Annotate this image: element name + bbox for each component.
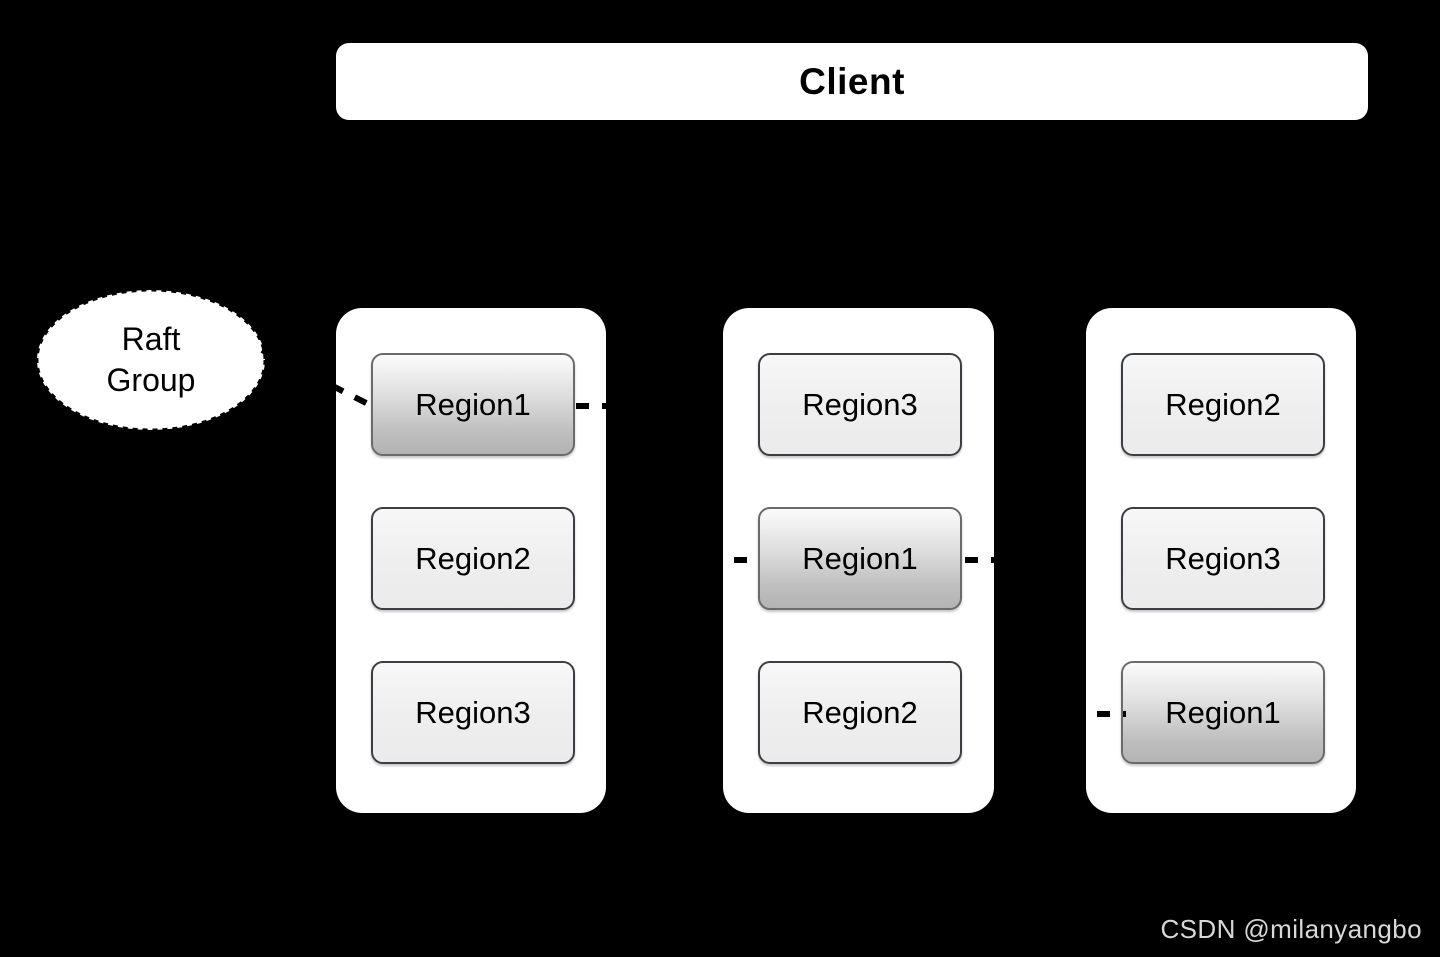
region-label: Region1 bbox=[1165, 694, 1281, 730]
region-label: Region2 bbox=[415, 540, 531, 576]
region-box-store3-slot1[interactable]: Region3 bbox=[1121, 507, 1325, 610]
raft-group-ellipse-shape bbox=[35, 288, 267, 432]
region-box-store1-slot0[interactable]: Region1 bbox=[371, 353, 575, 456]
region-label: Region2 bbox=[802, 694, 918, 730]
region-box-store3-slot2[interactable]: Region1 bbox=[1121, 661, 1325, 764]
client-label: Client bbox=[799, 60, 905, 102]
region-box-store2-slot1[interactable]: Region1 bbox=[758, 507, 962, 610]
region-box-store1-slot1[interactable]: Region2 bbox=[371, 507, 575, 610]
region-box-store2-slot2[interactable]: Region2 bbox=[758, 661, 962, 764]
region-label: Region1 bbox=[415, 386, 531, 422]
region-label: Region2 bbox=[1165, 386, 1281, 422]
store-node-3: Region2 Region3 Region1 bbox=[1086, 308, 1356, 813]
region-label: Region3 bbox=[1165, 540, 1281, 576]
store-node-1: Region1 Region2 Region3 bbox=[336, 308, 606, 813]
client-node: Client bbox=[336, 43, 1368, 120]
region-label: Region3 bbox=[415, 694, 531, 730]
region-box-store1-slot2[interactable]: Region3 bbox=[371, 661, 575, 764]
region-label: Region3 bbox=[802, 386, 918, 422]
raft-group-node: Raft Group bbox=[34, 286, 268, 434]
store-node-2: Region3 Region1 Region2 bbox=[723, 308, 994, 813]
region-box-store3-slot0[interactable]: Region2 bbox=[1121, 353, 1325, 456]
watermark-text: CSDN @milanyangbo bbox=[1160, 914, 1422, 944]
region-box-store2-slot0[interactable]: Region3 bbox=[758, 353, 962, 456]
region-label: Region1 bbox=[802, 540, 918, 576]
